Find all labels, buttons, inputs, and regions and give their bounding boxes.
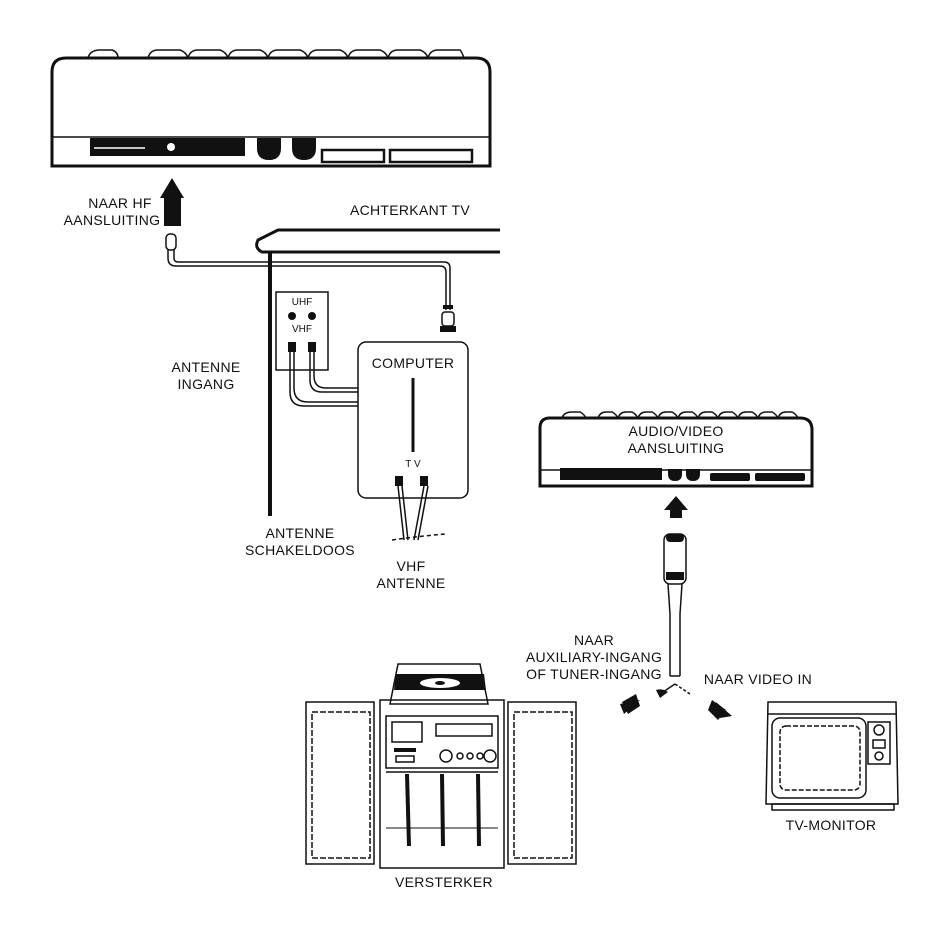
din-socket-2 [292, 138, 316, 160]
antenna-switchbox: UHF VHF ANTENNE INGANG [172, 291, 358, 407]
label-av-1: AUDIO/VIDEO [628, 423, 723, 439]
computer-rear-av: AUDIO/VIDEO AANSLUITING [538, 411, 814, 488]
rf-cable [165, 233, 456, 332]
label-schakeldoos-2: SCHAKELDOOS [245, 542, 355, 558]
label-av-2: AANSLUITING [628, 440, 725, 456]
tv-monitor: TV-MONITOR [765, 701, 899, 833]
label-vhf-small: VHF [292, 324, 312, 335]
rf-modulator: COMPUTER T V [357, 341, 469, 541]
label-tv-monitor: TV-MONITOR [786, 817, 877, 833]
stereo-amplifier: VERSTERKER [305, 663, 577, 890]
computer-rear-top [50, 49, 492, 168]
label-aux-1: NAAR [574, 632, 614, 648]
tv-back-panel: ACHTERKANT TV [255, 202, 500, 516]
edge-connector-2 [388, 148, 474, 164]
label-antenne-ingang-2: INGANG [177, 376, 234, 392]
label-aux-3: OF TUNER-INGANG [526, 666, 662, 682]
din-socket-1 [257, 138, 281, 160]
label-aux-2: AUXILIARY-INGANG [526, 649, 662, 665]
label-computer: COMPUTER [372, 355, 455, 371]
label-schakeldoos-1: ANTENNE [266, 525, 335, 541]
label-versterker: VERSTERKER [395, 874, 493, 890]
label-achterkant-tv: ACHTERKANT TV [350, 202, 470, 218]
rf-socket [167, 143, 175, 151]
label-naar-hf-1: NAAR HF [88, 195, 152, 211]
label-naar-hf-2: AANSLUITING [64, 212, 161, 228]
arrow-up-hf-icon [160, 178, 184, 226]
label-antenne-ingang-1: ANTENNE [172, 359, 241, 375]
edge-connector-1 [320, 148, 386, 164]
arrow-up-av-icon [664, 496, 688, 518]
label-tv-small: T V [405, 459, 421, 470]
av-cable-plug [620, 533, 732, 720]
label-vhf-antenne-1: VHF [397, 558, 426, 574]
label-video-in: NAAR VIDEO IN [704, 671, 812, 687]
label-uhf: UHF [292, 297, 313, 308]
label-vhf-antenne-2: ANTENNE [377, 575, 446, 591]
